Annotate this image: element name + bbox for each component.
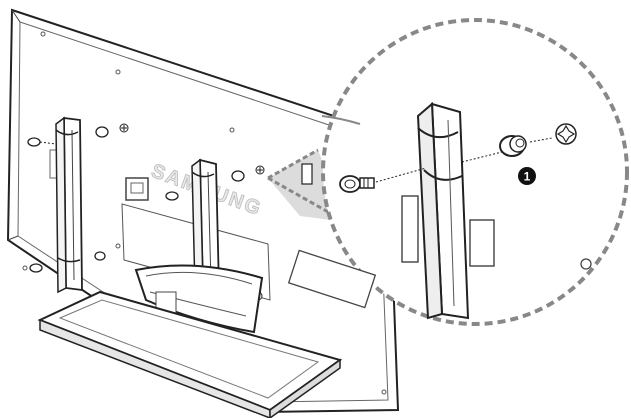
callout-label: 1 (524, 170, 531, 184)
stand-base (37, 290, 343, 418)
detail-spacer (461, 135, 553, 163)
detail-screw (339, 167, 427, 193)
detail-stand-support (401, 101, 495, 320)
left-stand-support (55, 116, 83, 294)
callout-badge: 1 (518, 167, 536, 185)
detail-magnifier: 1 (287, 18, 629, 326)
detail-screw-hole-icon (555, 123, 577, 145)
left-upper-screw (27, 137, 57, 147)
left-upper-bushing (95, 123, 129, 138)
left-lower-screw (29, 251, 106, 273)
